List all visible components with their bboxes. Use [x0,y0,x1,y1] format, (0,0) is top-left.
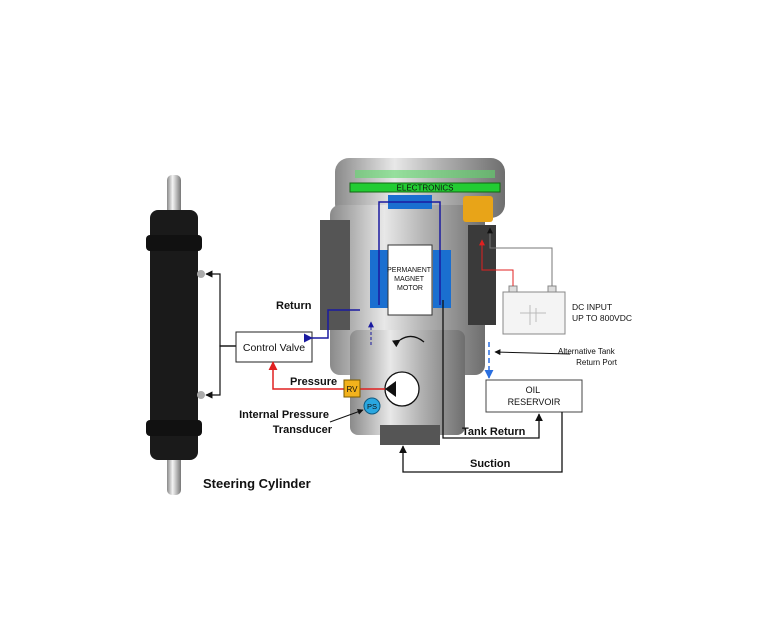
alt-port-pointer [494,349,571,356]
electronics-label: ELECTRONICS [397,184,454,193]
tank-return-label: Tank Return [462,426,526,438]
oil-reservoir-box [485,379,583,413]
pressure-line [273,362,385,390]
motor-box [387,244,433,316]
pressure-sensor-label: PS [367,402,377,411]
dc-positive-line [479,239,514,286]
alt-port-label: Alternative Tank Return Port [558,347,618,367]
control-valve-label: Control Valve [243,342,305,354]
cylinder-lines [205,270,236,399]
motor-label: PERMANENT MAGNET MOTOR [387,267,433,292]
pressure-sensor [363,397,381,415]
dc-negative-line [487,227,553,286]
steering-cylinder [146,175,205,495]
suction-line [399,412,563,473]
relief-valve [343,379,361,398]
connector [463,196,493,222]
suction-label: Suction [470,458,511,470]
transducer-pointer [329,409,364,423]
oil-reservoir-label: OIL RESERVOIR [508,385,561,407]
battery-icon [502,285,566,335]
steering-cylinder-label: Steering Cylinder [203,476,311,491]
return-line [303,309,360,343]
pump-triangle-icon [385,381,396,397]
relief-valve-label: RV [347,385,359,394]
transducer-label: Internal Pressure Transducer [239,409,333,436]
rotation-arrow [391,335,425,348]
return-label: Return [276,300,312,312]
pressure-label: Pressure [290,376,337,388]
dc-input-label: DC INPUT UP TO 800VDC [572,302,632,323]
internal-flow-line [378,201,441,305]
tank-return-line [442,300,543,439]
electronics-bar [349,182,501,193]
